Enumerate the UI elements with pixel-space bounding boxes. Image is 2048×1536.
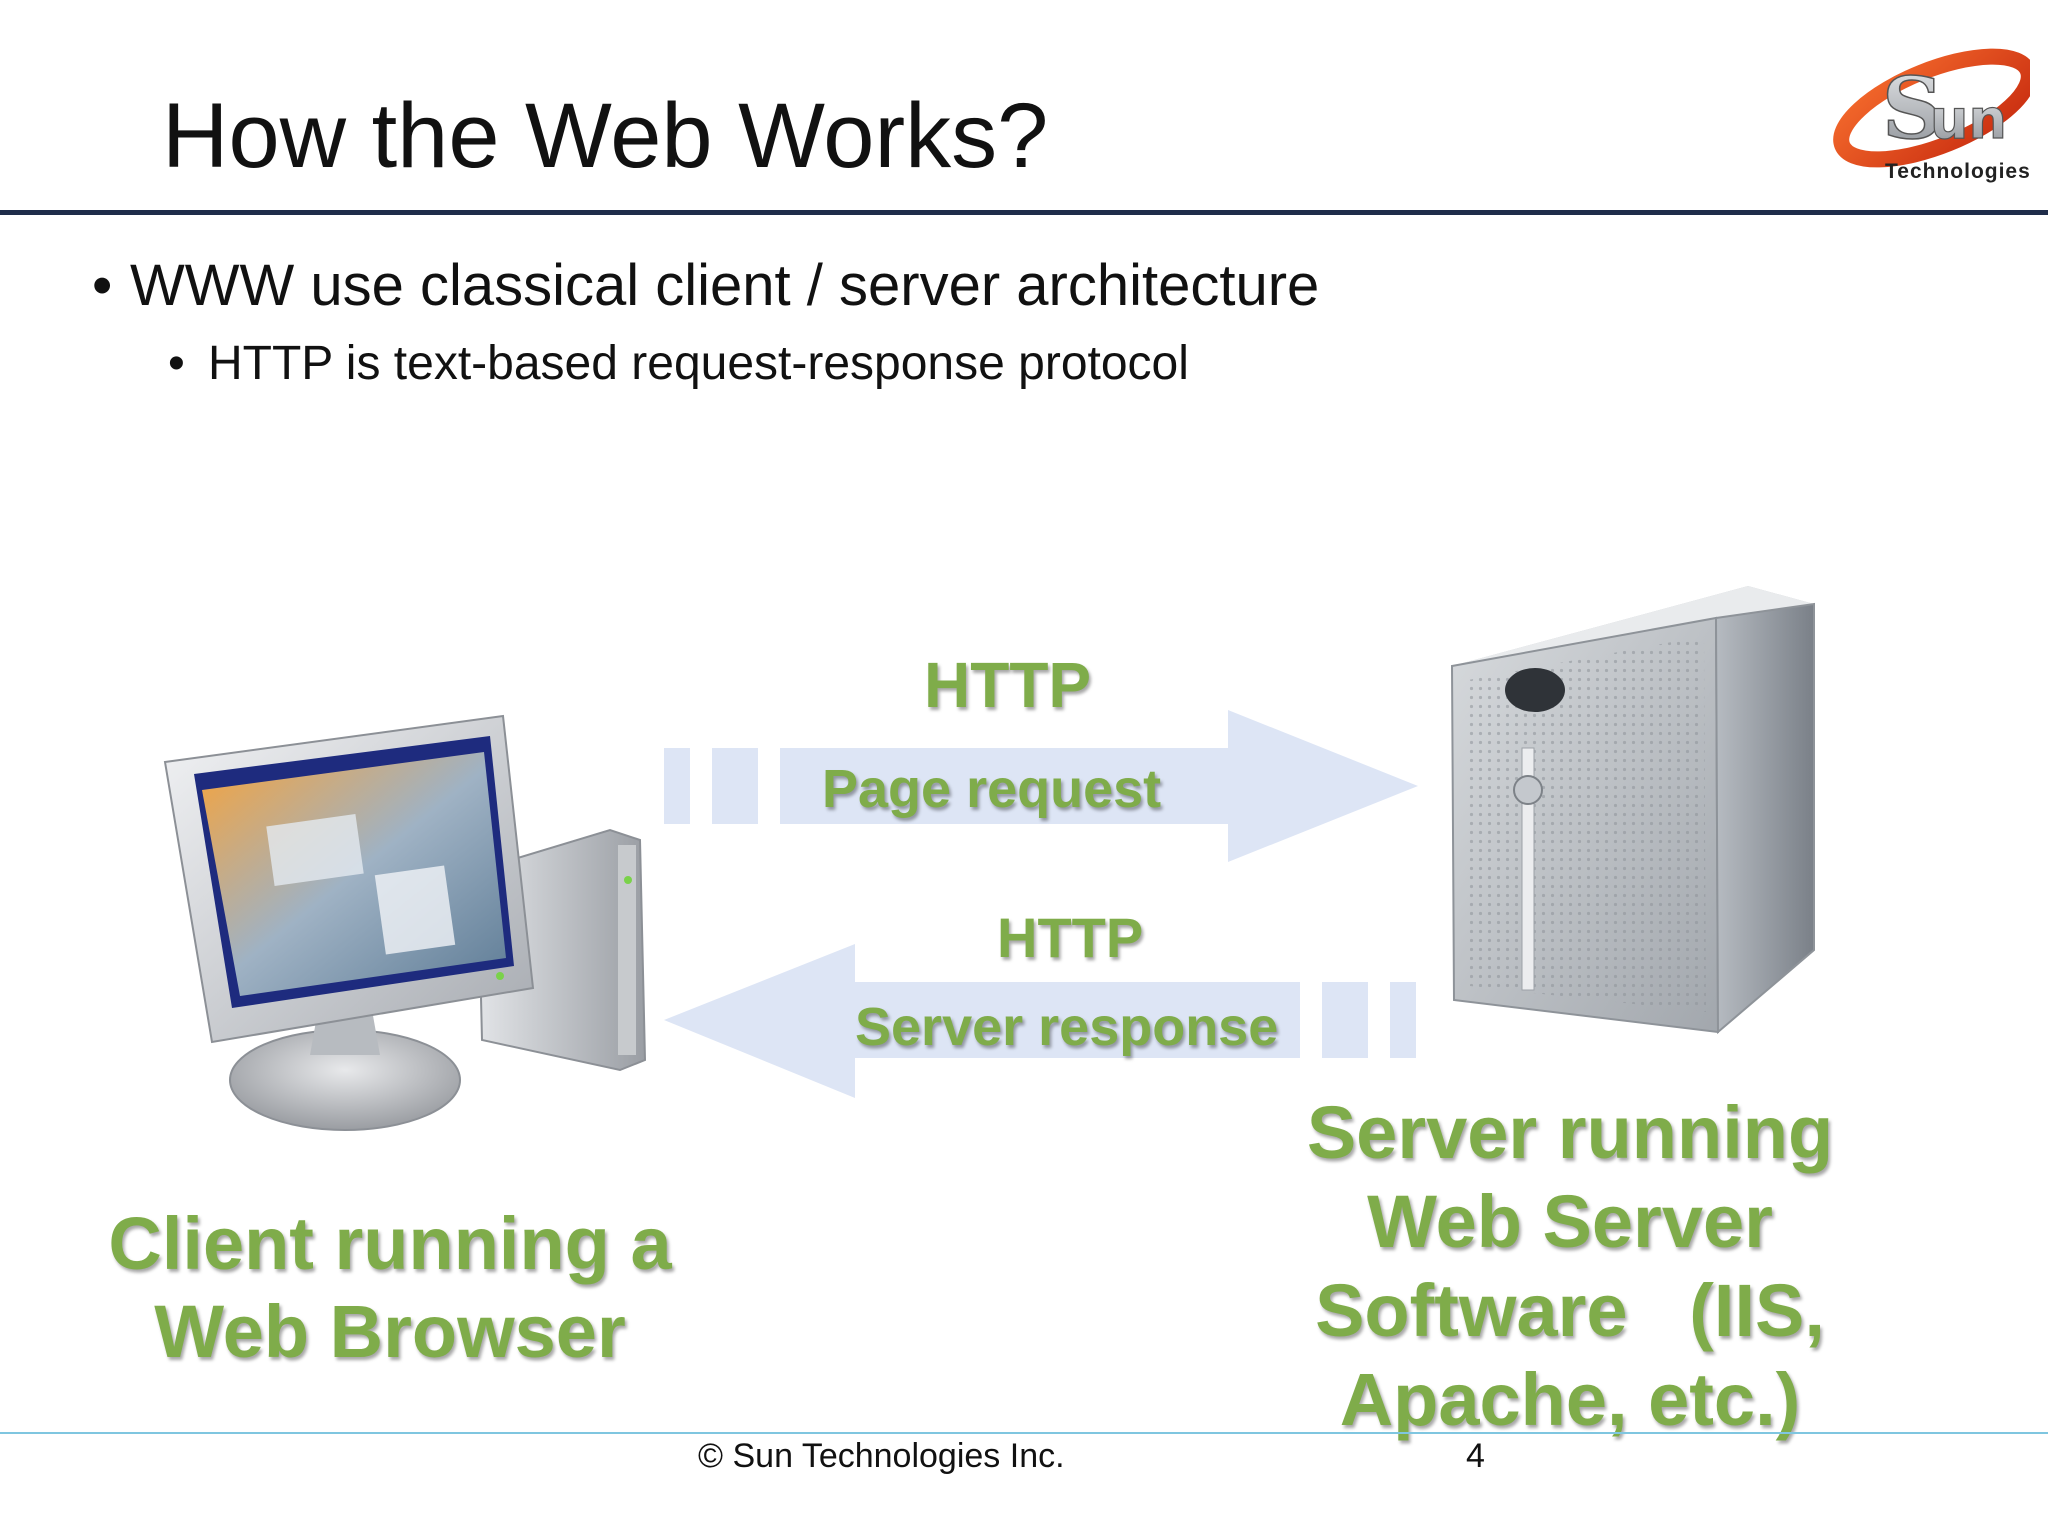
page-request-label: Page request [822,759,1162,819]
request-arrow [664,710,1418,862]
client-caption-line: Client running a [108,1202,672,1285]
server-response-label: Server response [855,997,1279,1057]
request-protocol-label: HTTP [924,649,1092,721]
bullet-level-2: • HTTP is text-based request-response pro… [168,336,1189,391]
server-caption-line: Server running [1306,1091,1834,1174]
server-tower-icon [1450,586,1815,1035]
bullet-text: HTTP is text-based request-response prot… [208,337,1189,390]
title-divider [0,210,2048,215]
server-caption: Server running Web Server Software (IIS,… [1290,1088,1850,1444]
svg-text:un: un [1930,88,2007,151]
server-caption-line: Web Server [1367,1180,1773,1263]
desktop-computer-icon [163,714,647,1131]
response-protocol-label: HTTP [997,906,1144,969]
client-caption: Client running a Web Browser [80,1200,700,1376]
client-caption-line: Web Browser [154,1290,626,1373]
bullet-glyph: • [92,253,113,318]
footer-copyright: © Sun Technologies Inc. [698,1437,1065,1475]
footer-divider [0,1432,2048,1434]
bullet-text: WWW use classical client / server archit… [130,253,1320,318]
server-caption-line: Apache, etc.) [1339,1358,1801,1441]
server-caption-line: Software (IIS, [1315,1269,1825,1352]
slide-title: How the Web Works? [162,85,1049,187]
bullet-level-1: • WWW use classical client / server archi… [92,252,1319,319]
sun-technologies-logo-icon: S un [1833,48,2030,168]
page-number: 4 [1466,1437,1485,1475]
response-arrow [664,944,1416,1098]
bullet-glyph: • [168,337,185,390]
svg-text:S: S [1882,59,1943,158]
logo-text: Technologies [1885,160,2031,183]
